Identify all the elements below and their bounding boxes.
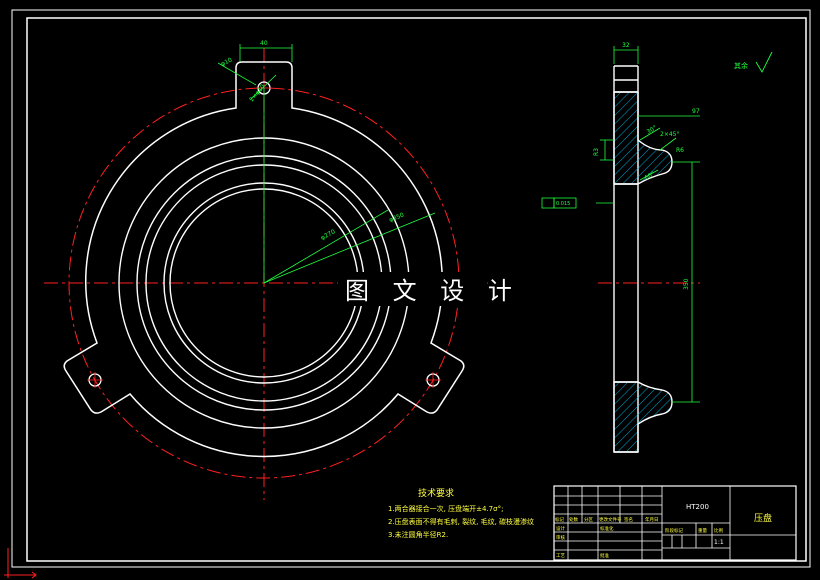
tb-label-0: 标记: [555, 516, 564, 523]
watermark-bg: [338, 272, 486, 306]
tech-title: 技术要求: [418, 487, 454, 499]
outer-contour: [63, 61, 465, 458]
section-view: 32 97 350 30° 2×45° 60° R3 R6 0.015: [541, 42, 700, 453]
tb-scale: 1:1: [714, 539, 724, 546]
dim-angle-a: 30°: [646, 124, 659, 135]
dim-small-a: R3: [593, 148, 600, 156]
dim-top-width: 40: [260, 40, 268, 47]
tb-field-0: 阶段标记: [665, 527, 683, 534]
dim-hole: φ10: [220, 56, 234, 67]
tb-role-process: 工艺: [556, 553, 565, 559]
dim-height: 350: [683, 278, 690, 290]
front-view: 40 φ10 2×φ10 φ270 φ350: [44, 40, 488, 500]
lower-hatch: [613, 381, 673, 453]
tb-label-1: 处数: [569, 516, 578, 523]
title-block: [553, 485, 797, 561]
front-dimensions: [217, 44, 436, 284]
inner-frame: [26, 17, 807, 562]
tb-extra-0: 标准化: [600, 525, 614, 532]
tb-label-4: 签名: [624, 516, 633, 523]
watermark-text: 图 文 设 计: [345, 277, 520, 305]
tb-extra-1: 批准: [600, 552, 609, 559]
tb-field-1: 重量: [698, 527, 707, 534]
dim-angle-c: 60°: [644, 170, 657, 181]
tb-label-3: 更改文件号: [599, 516, 622, 523]
datum-box: [541, 197, 577, 209]
tech-item-2: 2.压盘表面不得有毛刺, 裂纹, 毛纹, 碳枝漫渗纹: [388, 517, 534, 526]
tb-label-5: 年月日: [645, 516, 659, 523]
ucs-icon: [4, 548, 37, 579]
dim-a: 97: [692, 108, 700, 115]
tb-field-2: 比例: [714, 527, 723, 534]
datum-value: 0.015: [556, 201, 570, 207]
tb-role-design: 设计: [556, 525, 565, 532]
dim-small-b: R6: [676, 147, 684, 154]
tech-requirements: 技术要求 1.两合器接合一次, 压盘端开±4.7σ°; 2.压盘表面不得有毛刺,…: [388, 487, 534, 539]
tech-item-3: 3.未注圆角半径R2.: [388, 530, 448, 539]
tb-role-review: 审核: [556, 534, 565, 541]
title-block-text: 标记 处数 分区 更改文件号 签名 年月日 设计 标准化 审核 工艺 批准 阶段…: [555, 503, 772, 559]
dim-inner: φ270: [320, 228, 337, 242]
dim-thickness: 32: [622, 42, 630, 49]
tb-part-name: 压盘: [754, 512, 772, 524]
outer-frame: [11, 9, 811, 568]
tb-material: HT200: [686, 503, 709, 511]
roughness-note: 其余: [734, 61, 748, 70]
section-dimensions: [596, 46, 700, 403]
tech-item-1: 1.两合器接合一次, 压盘端开±4.7σ°;: [388, 504, 503, 513]
dim-angle-b: 2×45°: [660, 131, 679, 138]
tb-label-2: 分区: [584, 516, 593, 523]
roughness-symbol: [755, 51, 773, 73]
